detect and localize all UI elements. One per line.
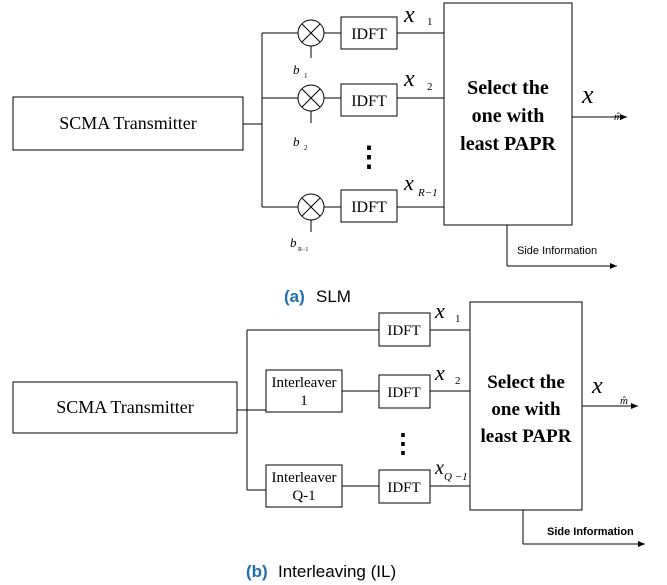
slm-b1-sub: 1	[304, 72, 308, 80]
slm-output-sub: m̂	[614, 111, 622, 123]
slm-select-line-2: one with	[472, 105, 545, 127]
il-interleaver-box-1	[265, 369, 343, 413]
slm-idft-box-3	[340, 189, 398, 223]
slm-idft-label-1: IDFT	[351, 26, 387, 43]
caption-a-text: SLM	[316, 287, 351, 306]
slm-idft-label-2: IDFT	[351, 93, 387, 110]
il-interleaver-1-line-2: 1	[300, 393, 308, 409]
slm-transmitter-label: SCMA Transmitter	[59, 113, 197, 133]
il-transmitter-box	[12, 381, 238, 434]
slm-select-line-1: Select the	[467, 77, 549, 99]
il-select-line-2: one with	[491, 399, 561, 420]
il-select-line-3: least PAPR	[481, 426, 572, 447]
caption-a: (a) SLM	[284, 287, 351, 306]
slm-b3-sub: R−1	[298, 247, 308, 253]
slm-b3-label: b	[290, 235, 297, 250]
slm-b1-label: b	[293, 62, 300, 77]
il-select-line-1: Select the	[487, 372, 565, 393]
il-output-sub: m̂	[620, 395, 628, 407]
slm-x2-sub: 2	[427, 81, 433, 93]
slm-idft-box-1	[340, 16, 398, 50]
slm-select-line-3: least PAPR	[460, 133, 556, 155]
slm-select-box	[443, 2, 573, 226]
slm-diagram: SCMA Transmitter b 1 b 2	[12, 2, 627, 269]
il-transmitter-label: SCMA Transmitter	[56, 397, 194, 417]
slm-transmitter-box	[12, 96, 244, 151]
caption-b-text: Interleaving (IL)	[278, 562, 396, 581]
slm-b2-label: b	[293, 134, 300, 149]
il-x2-sub: 2	[455, 375, 461, 387]
slm-x3-sub: R−1	[417, 187, 438, 199]
il-output-symbol: x	[591, 373, 603, 399]
slm-idft-label-3: IDFT	[351, 199, 387, 216]
il-x2-label: x	[434, 360, 445, 385]
il-x3-sub: Q −1	[444, 471, 468, 483]
slm-multiplier-3	[297, 193, 325, 232]
il-idft-label-2: IDFT	[387, 385, 420, 401]
slm-x1-label: x	[403, 2, 415, 28]
slm-b2-sub: 2	[304, 144, 308, 152]
il-interleaver-q-line-2: Q-1	[292, 488, 315, 504]
caption-b: (b) Interleaving (IL)	[246, 562, 396, 581]
il-x3-label: x	[434, 457, 444, 479]
slm-x2-label: x	[403, 66, 415, 92]
il-side-info-label: Side Information	[547, 526, 634, 538]
slm-multiplier-1	[297, 19, 325, 58]
slm-output-symbol: x	[581, 80, 594, 109]
il-diagram: SCMA Transmitter Interleaver 1 Interleav…	[12, 298, 645, 547]
il-ellipsis: ⋮	[390, 429, 416, 458]
slm-multiplier-2	[297, 84, 325, 123]
il-idft-label-3: IDFT	[387, 480, 420, 496]
slm-x1-sub: 1	[427, 16, 433, 28]
il-select-box	[469, 301, 583, 511]
il-interleaver-box-q	[265, 464, 343, 508]
il-x1-sub: 1	[455, 313, 461, 325]
il-idft-box-2	[378, 374, 431, 409]
slm-idft-box-2	[340, 83, 398, 117]
il-idft-box-1	[378, 312, 431, 347]
il-x1-label: x	[434, 298, 445, 323]
il-idft-box-3	[378, 469, 431, 504]
slm-side-info-label: Side Information	[517, 245, 597, 257]
il-idft-label-1: IDFT	[387, 323, 420, 339]
slm-ellipsis: ⋮	[355, 142, 383, 173]
caption-b-tag: (b)	[246, 562, 268, 581]
il-interleaver-1-line-1: Interleaver	[272, 375, 337, 391]
caption-a-tag: (a)	[284, 287, 305, 306]
il-interleaver-q-line-1: Interleaver	[272, 470, 337, 486]
slm-x3-label: x	[403, 170, 414, 195]
